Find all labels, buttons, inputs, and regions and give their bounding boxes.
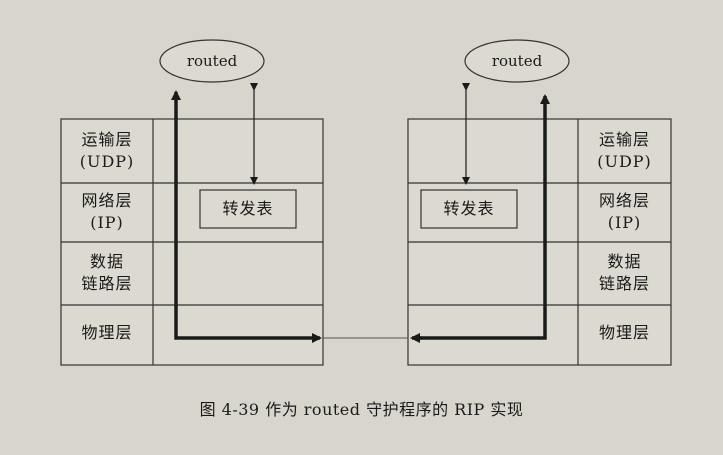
left-forwarding-table-label: 转发表 (222, 199, 274, 218)
right-protocol-stack (407, 39, 672, 366)
left-physical-layer-label: 物理层 (81, 323, 133, 342)
right-datalink-layer-label: 数据 链路层 (598, 252, 650, 293)
left-network-layer-label: 网络层 (IP) (81, 191, 133, 232)
right-routed-label: routed (491, 52, 543, 70)
left-forwarding-table-box (199, 189, 297, 229)
left-routed-label: routed (186, 52, 238, 70)
right-message-path (416, 94, 550, 340)
left-message-path (174, 96, 322, 343)
right-routed-ellipse (464, 39, 570, 83)
left-datalink-layer-label: 数据 链路层 (81, 252, 133, 293)
right-forwarding-table-label: 转发表 (443, 199, 495, 218)
left-routed-ellipse (159, 39, 265, 83)
figure-caption: 图 4-39 作为 routed 守护程序的 RIP 实现 (199, 400, 524, 419)
left-transport-layer-label: 运输层 (UDP) (79, 130, 135, 171)
right-network-layer-label: 网络层 (IP) (598, 191, 650, 232)
left-protocol-stack (60, 39, 324, 366)
right-forwarding-table-box (420, 189, 518, 229)
right-transport-layer-label: 运输层 (UDP) (597, 130, 652, 171)
right-physical-layer-label: 物理层 (598, 323, 650, 342)
